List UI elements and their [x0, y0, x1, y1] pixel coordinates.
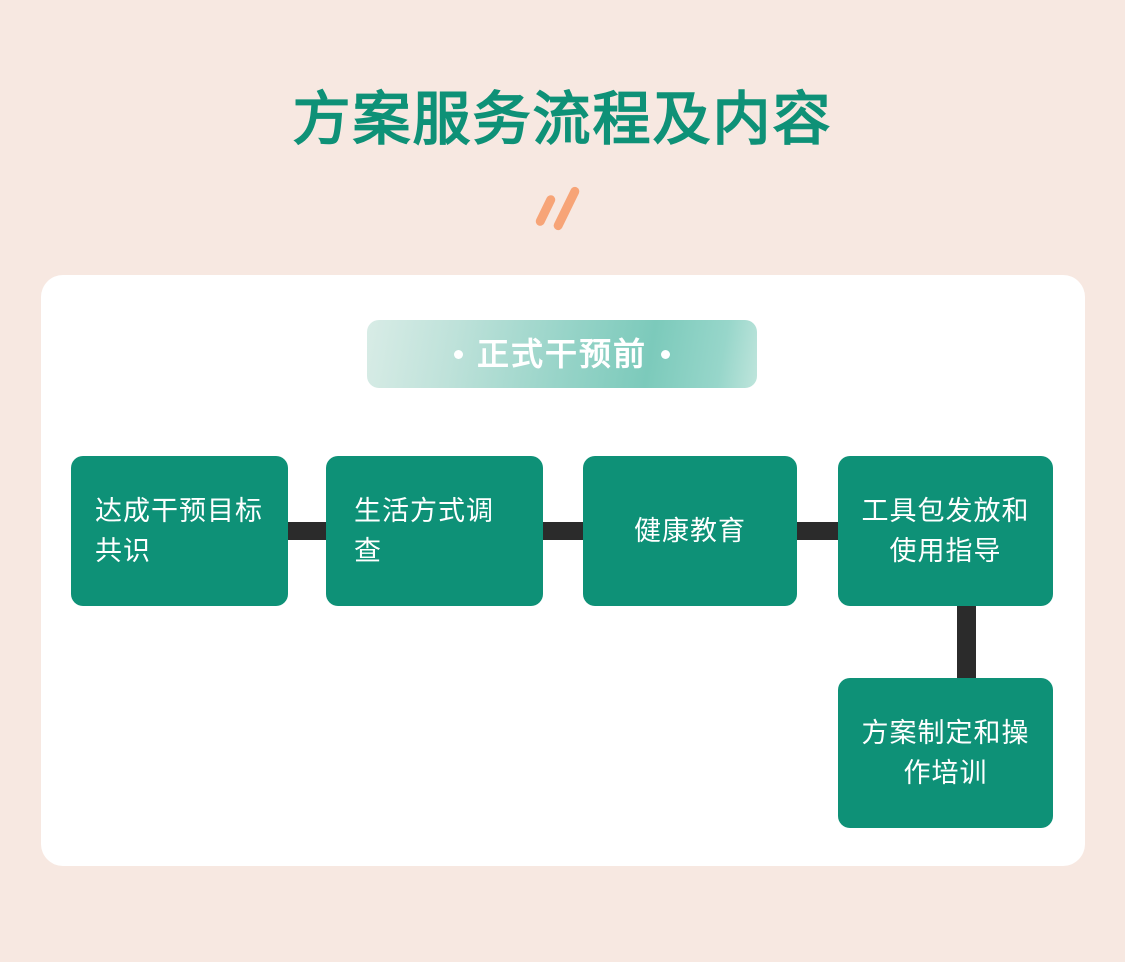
flow-node-label: 工具包发放和使用指导 [861, 496, 1030, 566]
flow-node-consensus[interactable]: 达成干预目标共识 [71, 456, 288, 606]
flow-node-toolkit-distribution[interactable]: 工具包发放和使用指导 [838, 456, 1053, 606]
connector-node4-node5 [957, 600, 976, 685]
double-slash-icon [534, 178, 595, 234]
connector-node2-node3 [536, 522, 590, 540]
bullet-dot-right [661, 349, 670, 359]
flow-node-label: 方案制定和操作培训 [861, 718, 1030, 788]
flow-node-lifestyle-survey[interactable]: 生活方式调查 [326, 456, 543, 606]
flow-node-label: 健康教育 [634, 516, 746, 546]
flow-card: 正式干预前 达成干预目标共识 生活方式调查 健康教育 工具包发放和使用指导 方案… [41, 275, 1085, 866]
flow-node-label: 达成干预目标共识 [95, 496, 263, 566]
flow-node-health-education[interactable]: 健康教育 [583, 456, 797, 606]
phase-badge: 正式干预前 [367, 320, 757, 388]
phase-badge-label: 正式干预前 [476, 336, 647, 372]
flow-node-label: 生活方式调查 [354, 496, 494, 566]
bullet-dot-left [453, 349, 463, 359]
flow-node-plan-and-training[interactable]: 方案制定和操作培训 [838, 678, 1053, 828]
slash-bar-long [552, 185, 581, 232]
connector-node3-node4 [790, 522, 845, 540]
page-title: 方案服务流程及内容 [292, 87, 833, 152]
connector-node1-node2 [281, 522, 333, 540]
